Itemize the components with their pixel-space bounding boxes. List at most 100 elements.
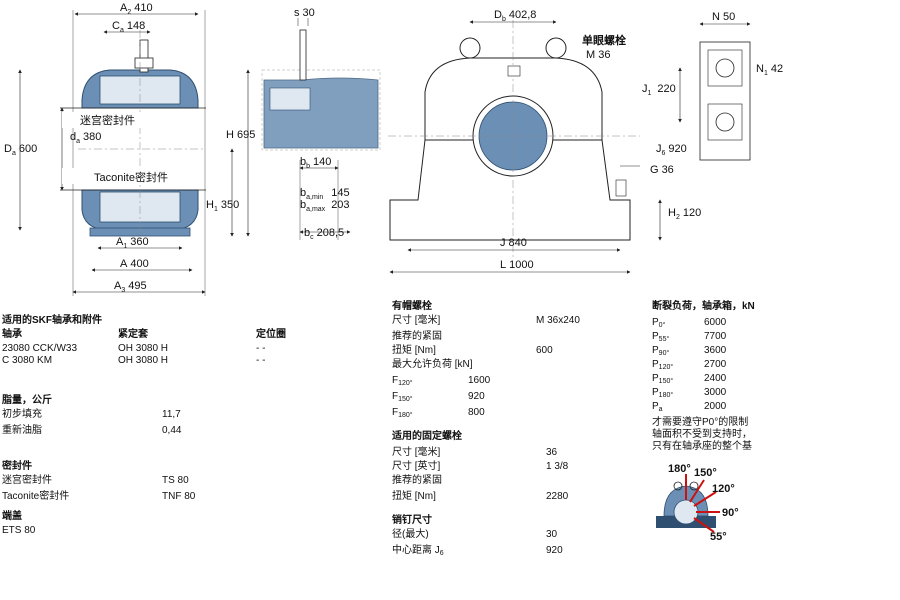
bearing-1: 23080 CCK/W33 [2, 343, 78, 354]
load-180-label: F180° [392, 407, 413, 420]
load-180-value: 800 [468, 407, 485, 418]
labyrinth-seal-label: 迷宫密封件 [80, 113, 135, 127]
p0-value: 6000 [704, 317, 727, 328]
grease-initial-value: 11,7 [162, 409, 181, 420]
bolts-table: 有帽螺栓 尺寸 [毫米] M 36x240 推荐的紧固 扭矩 [Nm] 600 … [390, 302, 630, 562]
locating-2: - - [256, 355, 266, 366]
p120-label: P120° [652, 359, 674, 372]
grease-relube-label: 重新油脂 [2, 425, 42, 436]
load-150-label: F150° [392, 391, 413, 404]
p180-label: P180° [652, 387, 674, 400]
cap-torque-header: 推荐的紧固 [392, 331, 442, 342]
grease-initial-label: 初步填充 [2, 409, 42, 420]
cap-torque-value: 600 [536, 345, 553, 356]
pa-label: Pa [652, 401, 663, 414]
cap-bolts-title: 有帽螺栓 [392, 301, 432, 312]
p55-value: 7700 [704, 331, 727, 342]
fix-mm-value: 36 [546, 447, 558, 458]
fix-mm-label: 尺寸 [毫米] [392, 447, 441, 458]
fix-torque-header: 推荐的紧固 [392, 475, 442, 486]
p90-value: 3600 [704, 345, 727, 356]
section-title-accessories: 适用的SKF轴承和附件 [2, 315, 102, 326]
p0-label: P0° [652, 317, 666, 330]
cap-torque-label: 扭矩 [Nm] [392, 345, 436, 356]
end-cover-value: ETS 80 [2, 525, 36, 536]
dowel-dia-value: 30 [546, 529, 558, 540]
pa-value: 2000 [704, 401, 727, 412]
eye-bolt-size: M 36 [586, 49, 610, 61]
load-150-value: 920 [468, 391, 485, 402]
p150-label: P150° [652, 373, 674, 386]
load-120-value: 1600 [468, 375, 491, 386]
col-header-bearing: 轴承 [2, 329, 22, 340]
p120-value: 2700 [704, 359, 727, 370]
note-line-2: 轴面积不受到支持时， [652, 429, 752, 440]
section-title-end-cover: 端盖 [2, 511, 22, 522]
p180-value: 3000 [704, 387, 727, 398]
fix-bolts-title: 适用的固定螺栓 [392, 431, 462, 442]
locating-1: - - [256, 343, 266, 354]
p90-label: P90° [652, 345, 670, 358]
fix-torque-label: 扭矩 [Nm] [392, 491, 436, 502]
fix-in-value: 1 3/8 [546, 461, 569, 472]
load-120-label: F120° [392, 375, 413, 388]
breaking-load-title: 断裂负荷，轴承箱，kN [652, 301, 755, 312]
angle-90: 90° [722, 507, 739, 519]
dowel-dist-label: 中心距离 J6 [392, 545, 444, 558]
bearing-2: C 3080 KM [2, 355, 53, 366]
accessories-table: 适用的SKF轴承和附件 轴承 紧定套 定位圈 23080 CCK/W33 OH … [0, 316, 320, 556]
note-line-1: 才需要遵守P0°的限制 [652, 417, 749, 428]
angle-180: 180° [668, 463, 691, 475]
sleeve-1: OH 3080 H [118, 343, 169, 354]
cap-size-value: M 36x240 [536, 315, 580, 326]
seal-taconite-label: Taconite密封件 [2, 491, 70, 502]
max-load-label: 最大允许负荷 [kN] [392, 359, 473, 370]
section-title-grease: 脂量，公斤 [2, 395, 52, 406]
col-header-sleeve: 紧定套 [118, 329, 148, 340]
seal-labyrinth-value: TS 80 [162, 475, 189, 486]
angle-150: 150° [694, 467, 717, 479]
breaking-load-table: 断裂负荷，轴承箱，kN P0° 6000 P55° 7700 P90° 3600… [650, 302, 850, 462]
angle-55: 55° [710, 531, 727, 542]
load-direction-diagram: 180° 150° 120° 90° 55° [656, 463, 739, 542]
p55-label: P55° [652, 331, 670, 344]
seal-labyrinth-label: 迷宫密封件 [2, 475, 52, 486]
dowel-title: 销钉尺寸 [392, 515, 432, 526]
col-header-locating: 定位圈 [256, 329, 286, 340]
p150-value: 2400 [704, 373, 727, 384]
grease-relube-value: 0,44 [162, 425, 182, 436]
seal-taconite-value: TNF 80 [162, 491, 196, 502]
cap-size-label: 尺寸 [毫米] [392, 315, 441, 326]
dowel-dia-label: 径(最大) [392, 529, 429, 540]
fix-in-label: 尺寸 [英寸] [392, 461, 441, 472]
note-line-3: 只有在轴承座的整个基 [652, 441, 752, 452]
section-title-seals: 密封件 [2, 461, 32, 472]
fix-torque-value: 2280 [546, 491, 569, 502]
